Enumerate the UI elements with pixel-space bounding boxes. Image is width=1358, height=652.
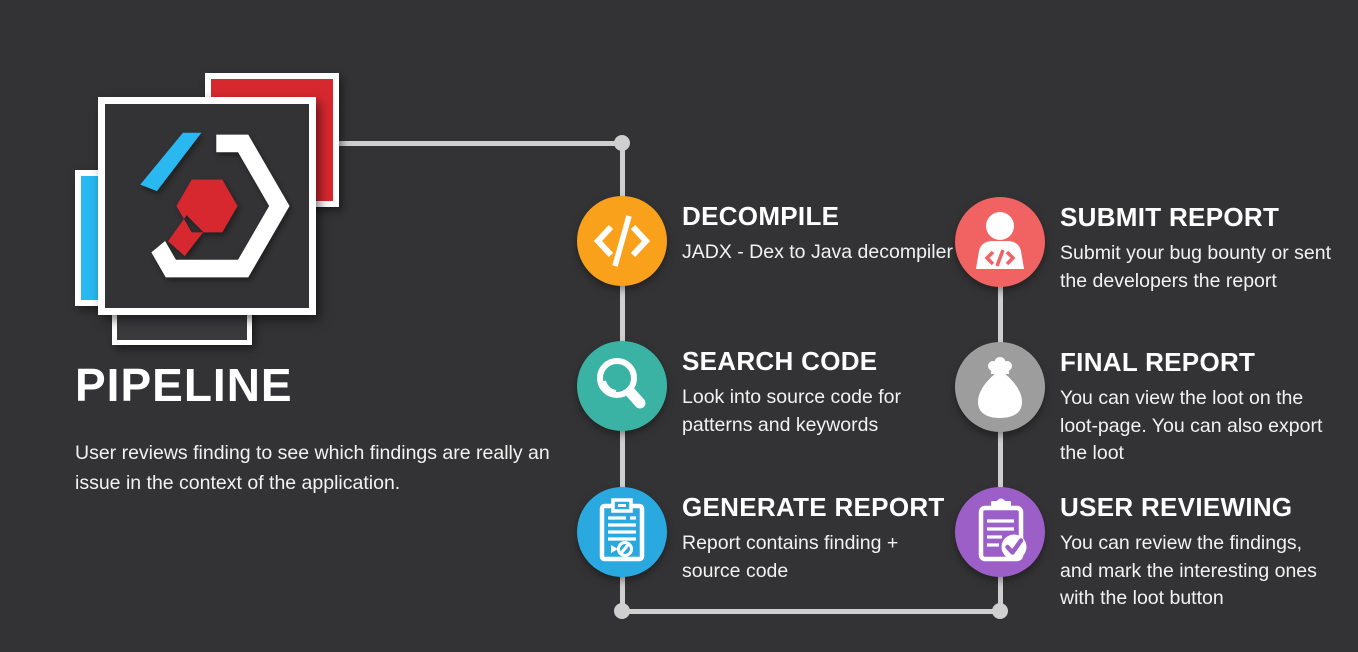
connector-node-dot [614, 603, 630, 619]
page-subtitle: User reviews finding to see which findin… [75, 442, 550, 495]
report-document-icon [599, 498, 645, 562]
connector-top-horizontal [336, 141, 624, 146]
decompile-step-circle [577, 196, 667, 286]
generate-report-step-circle [577, 487, 667, 577]
clipboard-check-icon [978, 498, 1027, 562]
step-title: FINAL REPORT [1060, 347, 1256, 377]
hexagon-code-logo-icon [140, 132, 290, 278]
user-reviewing-step-text: USER REVIEWING You can review the findin… [1060, 492, 1317, 613]
step-description: You can view the loot on the loot-page. … [1060, 387, 1323, 465]
submit-report-step-circle [955, 197, 1045, 287]
final-report-step-circle [955, 342, 1045, 432]
search-code-step-text: SEARCH CODE Look into source code for pa… [682, 346, 901, 439]
final-report-step-text: FINAL REPORT You can view the loot on th… [1060, 347, 1322, 468]
step-title: GENERATE REPORT [682, 492, 945, 522]
generate-report-step-text: GENERATE REPORT Report contains finding … [682, 492, 945, 585]
code-icon [593, 215, 651, 267]
connector-bottom-horizontal [622, 609, 1000, 614]
app-logo-card [98, 97, 316, 315]
step-description: You can review the findings, and mark th… [1060, 532, 1317, 610]
step-title: DECOMPILE [682, 201, 840, 231]
loot-bag-icon [978, 357, 1022, 418]
step-title: SEARCH CODE [682, 346, 878, 376]
step-description: Look into source code for patterns and k… [682, 386, 901, 436]
connector-node-dot [614, 135, 630, 151]
user-reviewing-step-circle [955, 487, 1045, 577]
step-description: Submit your bug bounty or sent the devel… [1060, 242, 1331, 292]
page-title: PIPELINE [75, 359, 293, 411]
step-title: SUBMIT REPORT [1060, 202, 1280, 232]
step-description: Report contains finding + source code [682, 532, 899, 582]
step-title: USER REVIEWING [1060, 492, 1293, 522]
step-description: JADX - Dex to Java decompiler [682, 241, 953, 263]
magnifier-icon [597, 358, 646, 409]
person-code-icon [976, 212, 1024, 269]
submit-report-step-text: SUBMIT REPORT Submit your bug bounty or … [1060, 202, 1331, 295]
connector-node-dot [992, 603, 1008, 619]
decompile-step-text: DECOMPILE JADX - Dex to Java decompiler [682, 201, 953, 267]
search-code-step-circle [577, 341, 667, 431]
